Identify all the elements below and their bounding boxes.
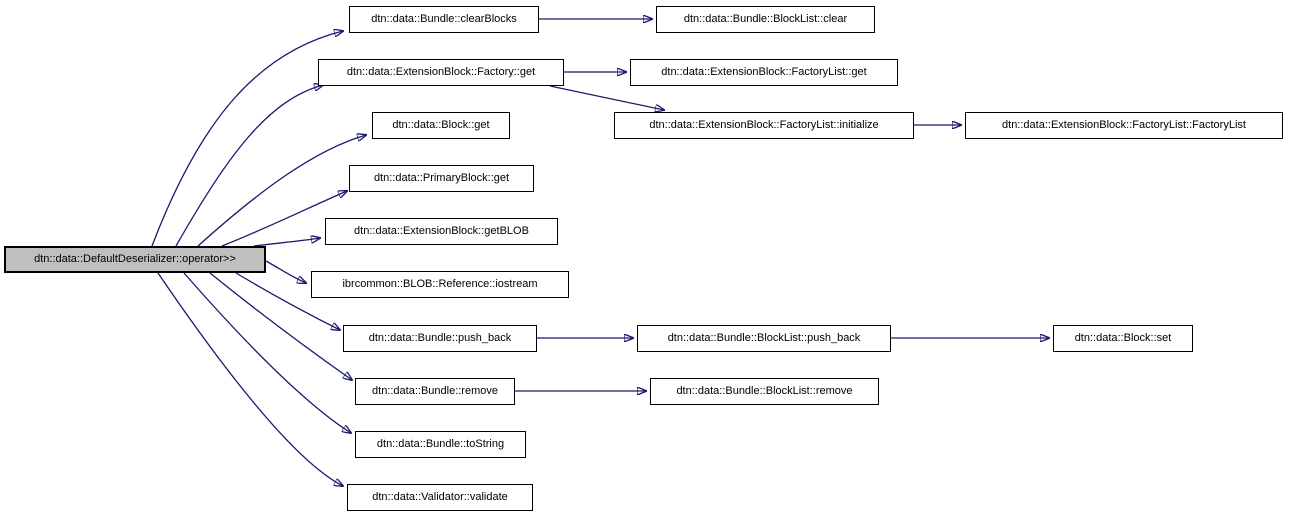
edge-operator-to-tostring: [183, 272, 351, 433]
edge-factory-get-to-initialize: [549, 85, 664, 110]
graph-node-push-back[interactable]: dtn::data::Bundle::push_back: [343, 325, 537, 352]
graph-node-remove[interactable]: dtn::data::Bundle::remove: [355, 378, 515, 405]
graph-node-factorylist-factorylist[interactable]: dtn::data::ExtensionBlock::FactoryList::…: [965, 112, 1283, 139]
graph-node-blocklist-remove[interactable]: dtn::data::Bundle::BlockList::remove: [650, 378, 879, 405]
edge-operator-to-remove: [209, 272, 352, 380]
graph-node-primaryblock-get[interactable]: dtn::data::PrimaryBlock::get: [349, 165, 534, 192]
edge-operator-to-primaryblock-get: [221, 191, 347, 247]
edge-operator-to-push-back: [235, 272, 340, 330]
edge-operator-to-validate: [157, 272, 343, 486]
graph-node-operator: dtn::data::DefaultDeserializer::operator…: [4, 246, 266, 273]
graph-node-factorylist-get[interactable]: dtn::data::ExtensionBlock::FactoryList::…: [630, 59, 898, 86]
graph-node-factorylist-initialize[interactable]: dtn::data::ExtensionBlock::FactoryList::…: [614, 112, 914, 139]
graph-node-blocklist-clear[interactable]: dtn::data::Bundle::BlockList::clear: [656, 6, 875, 33]
graph-node-block-set[interactable]: dtn::data::Block::set: [1053, 325, 1193, 352]
edge-operator-to-iostream: [265, 260, 306, 283]
graph-node-getblob[interactable]: dtn::data::ExtensionBlock::getBLOB: [325, 218, 558, 245]
graph-node-blocklist-push-back[interactable]: dtn::data::Bundle::BlockList::push_back: [637, 325, 891, 352]
graph-node-factory-get[interactable]: dtn::data::ExtensionBlock::Factory::get: [318, 59, 564, 86]
edge-operator-to-getblob: [253, 238, 320, 247]
graph-node-block-get[interactable]: dtn::data::Block::get: [372, 112, 510, 139]
edge-operator-to-factory-get: [175, 85, 323, 247]
graph-node-iostream[interactable]: ibrcommon::BLOB::Reference::iostream: [311, 271, 569, 298]
graph-node-tostring[interactable]: dtn::data::Bundle::toString: [355, 431, 526, 458]
edge-operator-to-block-get: [197, 135, 366, 247]
graph-node-clearblocks[interactable]: dtn::data::Bundle::clearBlocks: [349, 6, 539, 33]
edge-operator-to-clearblocks: [151, 31, 343, 247]
graph-node-validate[interactable]: dtn::data::Validator::validate: [347, 484, 533, 511]
